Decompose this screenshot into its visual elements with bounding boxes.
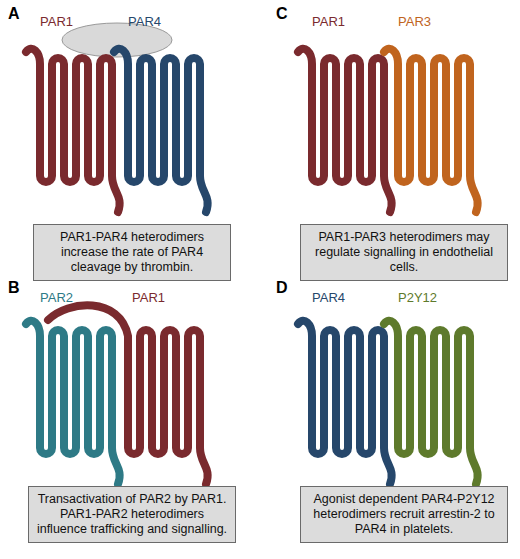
receptor-name: PAR1 — [40, 14, 73, 29]
receptor-p2y12 — [384, 321, 478, 484]
panel-letter: D — [276, 280, 288, 295]
receptor-name: PAR4 — [312, 290, 345, 305]
receptor-name: PAR4 — [128, 14, 161, 29]
receptor-par4 — [298, 321, 392, 484]
receptor-name: P2Y12 — [398, 290, 437, 305]
receptor-par1 — [26, 49, 120, 212]
receptor-par2 — [26, 321, 120, 484]
receptor-name: PAR2 — [40, 290, 73, 305]
box-text: PAR1-PAR3 heterodimers may regulate sign… — [308, 230, 500, 275]
panel-letter: C — [276, 6, 288, 21]
box-text: Transactivation of PAR2 by PAR1. PAR1-PA… — [36, 492, 228, 537]
receptor-par1 — [298, 49, 392, 212]
receptor-name: PAR3 — [398, 14, 431, 29]
receptor-name: PAR1 — [312, 14, 345, 29]
panel-letter: B — [8, 280, 20, 295]
box-text: Agonist dependent PAR4-P2Y12 heterodimer… — [308, 492, 500, 537]
panel-letter: A — [8, 6, 20, 21]
caption-box: Transactivation of PAR2 by PAR1. PAR1-PA… — [28, 486, 236, 543]
caption-box: Agonist dependent PAR4-P2Y12 heterodimer… — [300, 486, 508, 543]
box-text: PAR1-PAR4 heterodimers increase the rate… — [41, 230, 223, 275]
receptor-name: PAR1 — [132, 290, 165, 305]
receptor-par1 — [48, 305, 208, 484]
caption-box: PAR1-PAR4 heterodimers increase the rate… — [33, 224, 231, 281]
receptor-par4 — [114, 49, 208, 212]
caption-box: PAR1-PAR3 heterodimers may regulate sign… — [300, 224, 508, 281]
receptor-par3 — [384, 49, 478, 212]
